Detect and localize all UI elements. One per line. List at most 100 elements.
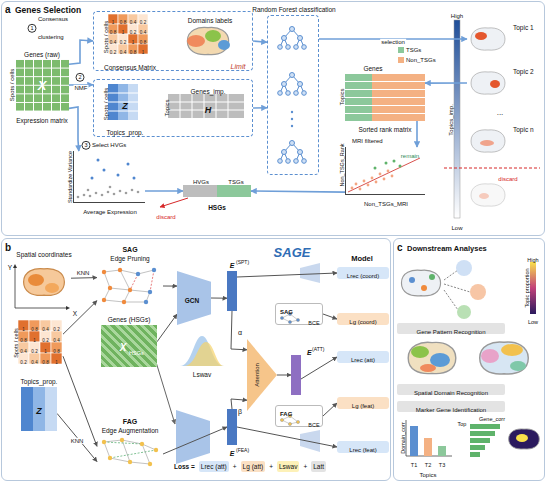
loss-box: Lrec (coord) [337,267,389,279]
gene-set-bar-text-holder: HSGs [208,196,226,214]
connector [145,190,183,192]
fag-graph [104,442,156,458]
gcn-encoder [156,362,175,424]
attention-triangle-text: Attention [254,363,260,387]
graph-box: SAGEdge Pruning [97,265,163,307]
label-holder: 0.4 [31,349,37,367]
hvg-scatter-dots [95,192,98,195]
mri-scatter-dots [387,170,390,173]
nmf-group-text: Genes_imp. [190,88,225,95]
label-holder: 1 [22,316,25,334]
sag-graph [102,268,156,304]
mini-graph [280,418,283,421]
label: 1 [55,359,58,364]
loss-term: Loss = [172,461,197,472]
matrix-cell [128,24,138,34]
panel-text: Genes Selection [15,5,81,15]
loss-box-text-holder: Lg (feat) [352,394,374,412]
label: ... [497,108,504,117]
hvg-scatter-dots [113,193,116,196]
label-holder: 0.4 [110,30,116,48]
label-holder: α [238,321,242,339]
importance-bar [444,20,540,218]
consensus-group-text: Domains labels [188,17,232,24]
expression-matrix-text-holder: Expression matrix [16,109,68,127]
matrix-cell [40,353,51,364]
panel-text: Downstream Analyses [407,244,487,253]
topic-map-text-holder: Topic 2 [513,60,534,78]
consensus-group-text: Limit [231,63,246,70]
label-holder: 0.8 [130,40,136,58]
loss-box-text-holder: Lg (coord) [349,310,376,328]
hvg-scatter-dots [77,196,80,199]
domain-maps [480,342,529,374]
panel-text-holder: Genes Selection [15,0,81,17]
fag-graph [140,442,144,446]
label-holder: T2 [425,453,431,471]
expression-matrix-text: Spots / cells [9,69,15,101]
callout-number: 3 [82,141,91,150]
embedding-bar-text: E [307,349,312,356]
matrix-cell [138,34,148,44]
graph-box-text-holder: FAG [280,402,292,420]
gene-pattern-figure [401,270,440,296]
label: β [238,408,242,415]
rank-matrix-text: Topics [339,88,345,105]
domain-map [187,35,205,47]
topic-matrix-text: Topics_prop. [21,378,58,385]
label-holder: 0.8 [110,20,116,38]
topic-map-text: Topic n [513,126,534,133]
label-holder: 0.2 [53,316,59,334]
topic-map-figure [479,193,489,199]
random-forest-box-text-holder: Random Forest classification [252,0,335,16]
nmf-group-text: Spots / cells [103,88,109,120]
discard-arrow [160,198,188,207]
gene-pattern-figure [530,262,536,314]
label-holder: 0.8 [120,10,126,28]
label: 0.8 [31,326,37,331]
topic-map-figure [480,140,494,146]
label-holder: Topics [419,463,436,481]
topic-matrix-text-holder: Z [36,400,42,418]
topic-map-text-holder: Topic 1 [513,16,534,34]
section-banner: Gene Pattern Recognition [397,323,505,334]
loss-term: Latt [311,461,326,472]
rank-matrix-text: Sorted rank matrix [358,126,411,133]
matrix-cell [51,331,62,342]
nmf-group-text-holder: Z [122,95,128,113]
label: α [238,329,242,336]
section-banner-text-holder: Spatial Domain Recognition [414,380,488,398]
importance-bar [454,20,460,218]
topic-map: Topic 1 [467,19,539,59]
spatial-map-figure [24,269,65,296]
loss-box: Lg (coord) [337,313,389,325]
connector [231,399,247,409]
matrix-cell [18,342,29,353]
mri-scatter-dots [348,158,420,192]
connector [157,314,177,342]
bar-chart [470,438,490,443]
loss-term: + [231,461,239,472]
gene-matrix-text: Genes (HSGs) [108,316,151,323]
label: 0.4 [42,326,48,331]
label-holder: Top [458,412,467,430]
domain-maps [481,349,499,363]
label: 0.8 [110,30,116,35]
loss-box-text-holder: Lrec (feat) [349,438,376,456]
decision-tree [291,125,293,127]
embedding-bar-text: E [230,262,235,269]
hvg-scatter-dots [97,159,100,162]
loss-box: Lg (feat) [337,397,389,409]
edge-label: selection [380,39,406,45]
bar-chart [470,452,480,457]
label: 1 [44,348,47,353]
callout-number-holder: 2 [76,65,85,83]
graph-box-text: BCE [308,422,319,428]
hvg-scatter-text-holder: Standardize Variance [58,151,76,203]
mri-scatter-text-holder: Non_TSGs_Rank [330,143,348,186]
fag-graph [154,448,158,452]
bar-chart [424,438,432,456]
spatial-map-text-holder: Y [8,256,12,274]
label-holder: 0.2 [110,40,116,58]
label: Topic proportion [524,268,530,307]
